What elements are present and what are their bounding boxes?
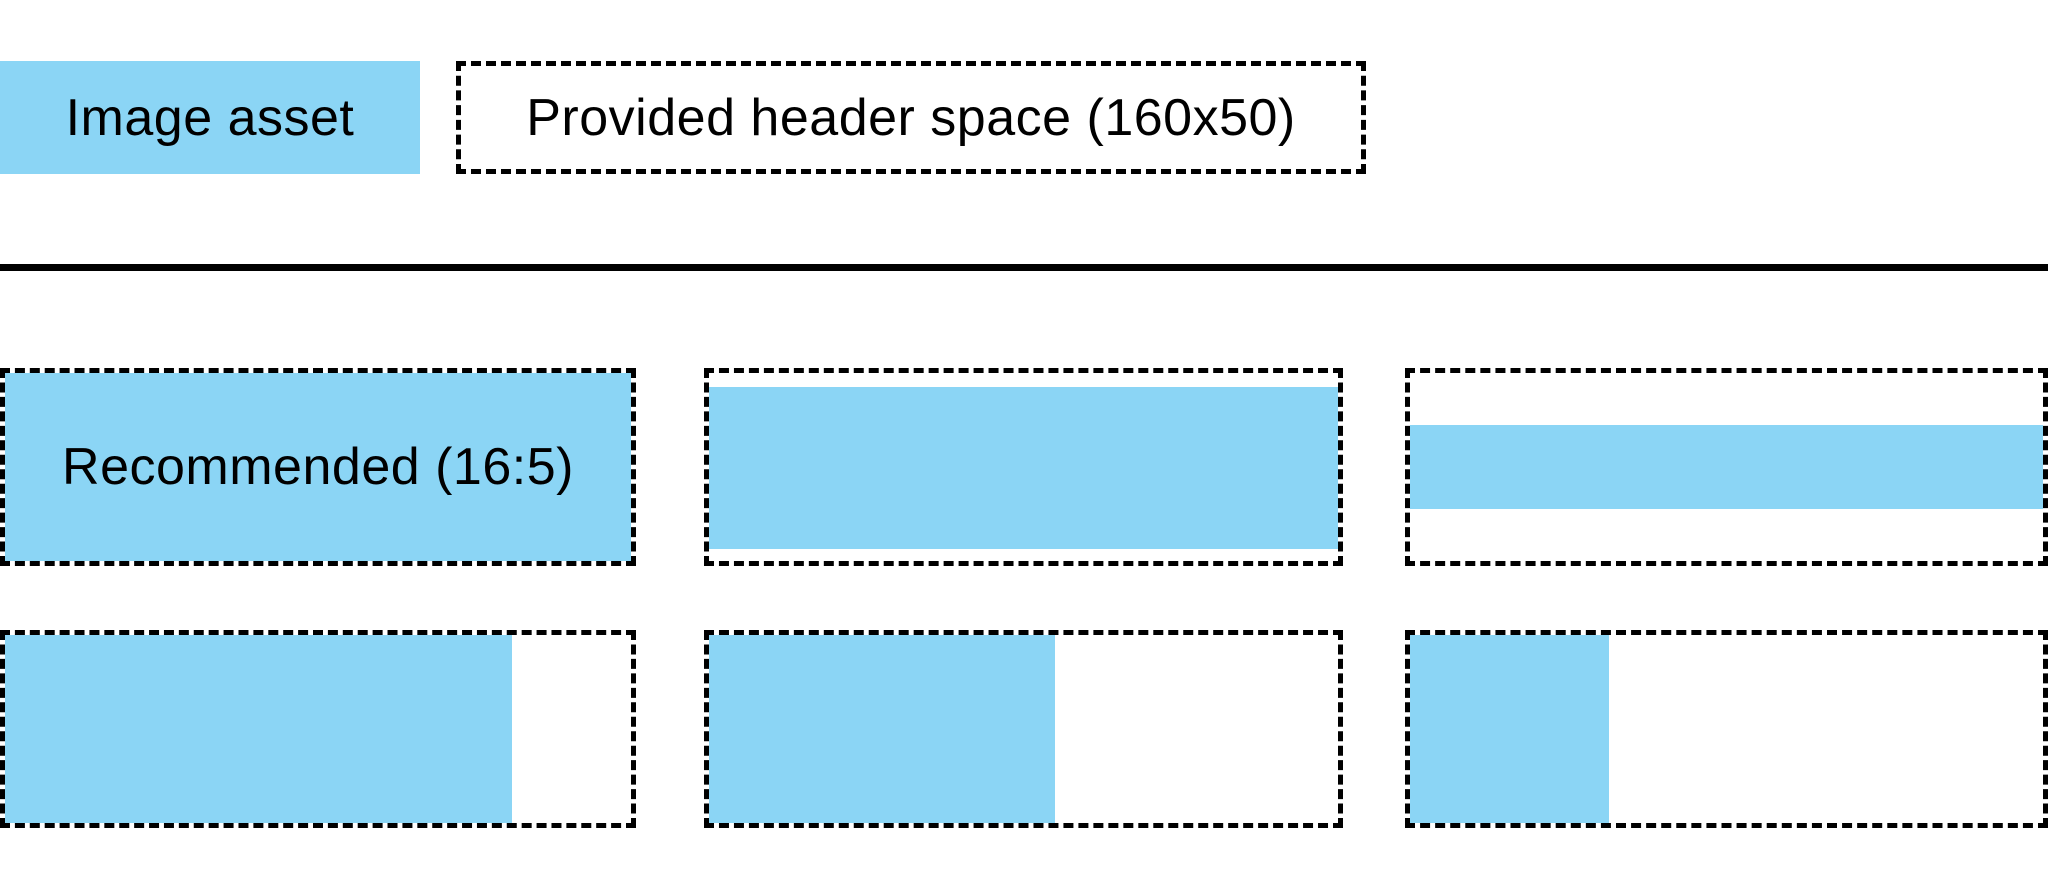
scenario-taller-31 [1405, 630, 2048, 828]
image-asset-fill [709, 635, 1055, 823]
image-asset-fill [5, 635, 513, 823]
image-asset-fill [5, 373, 631, 561]
image-asset-label: Image asset [65, 88, 355, 147]
scenario-taller-55 [704, 630, 1343, 828]
provided-header-space-label: Provided header space (160x50) [526, 88, 1296, 147]
image-asset-fill [709, 387, 1338, 549]
recommended-label: Recommended (16:5) [62, 438, 574, 496]
scenario-taller-81 [0, 630, 636, 828]
image-asset-fill [1410, 425, 2043, 509]
scenario-very-wide-strip [1405, 368, 2048, 566]
scenario-wider-than-recommended [704, 368, 1343, 566]
image-asset-fill [1410, 635, 1610, 823]
image-asset-swatch: Image asset [0, 61, 420, 174]
provided-header-space-box: Provided header space (160x50) [456, 61, 1366, 174]
scenario-recommended-16-5: Recommended (16:5) [0, 368, 636, 566]
divider-line [0, 264, 2048, 271]
